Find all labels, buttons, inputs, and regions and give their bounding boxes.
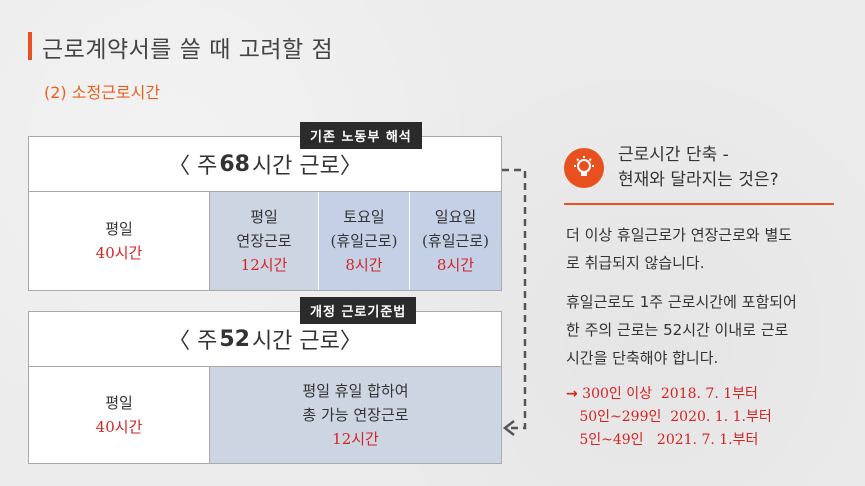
box-52-head-number: 52 bbox=[219, 326, 250, 352]
sunday-label-1: 일요일 bbox=[434, 208, 477, 226]
paragraph-2-line-2: 한 주의 근로는 52시간 이내로 근로 bbox=[566, 321, 789, 339]
sunday-hours: 8시간 bbox=[436, 256, 475, 274]
date-line-2: 50인~299인 2020. 1. 1.부터 bbox=[566, 409, 772, 425]
box-68-divider bbox=[209, 191, 210, 290]
box-52-head-prefix: 〈 주 bbox=[168, 329, 218, 354]
combined-line-1: 평일 휴일 합하여 bbox=[302, 382, 409, 400]
right-heading-line-1: 근로시간 단축 - bbox=[618, 145, 729, 165]
date-line-1: 300인 이상 2018. 7. 1부터 bbox=[577, 386, 758, 402]
right-heading: 근로시간 단축 - 현재와 달라지는 것은? bbox=[618, 143, 779, 193]
date-line-3: 5인~49인 2021. 7. 1.부터 bbox=[566, 432, 759, 448]
right-heading-line-2: 현재와 달라지는 것은? bbox=[618, 170, 779, 190]
tag-revised-law: 개정 근로기준법 bbox=[300, 297, 417, 324]
box-68-head-prefix: 〈 주 bbox=[168, 154, 218, 179]
lightbulb-icon bbox=[564, 148, 604, 188]
paragraph-1-line-1: 더 이상 휴일근로가 연장근로와 별도 bbox=[566, 226, 793, 244]
saturday-label-1: 토요일 bbox=[343, 208, 385, 226]
title-accent-bar bbox=[28, 32, 32, 60]
paragraph-2-line-1: 휴일근로도 1주 근로시간에 포함되어 bbox=[566, 293, 797, 311]
box-52-divider bbox=[209, 366, 210, 463]
weekday-label: 평일 bbox=[105, 220, 133, 238]
page-title: 근로계약서를 쓸 때 고려할 점 bbox=[42, 37, 334, 63]
paragraph-2-line-3: 시간을 단축해야 합니다. bbox=[566, 349, 719, 367]
arrow-right-icon: → bbox=[566, 386, 578, 402]
page-subtitle: (2) 소정근로시간 bbox=[44, 83, 161, 102]
tag-previous-interpretation: 기존 노동부 해석 bbox=[300, 122, 422, 149]
box-68-sunday-cell: 일요일 (휴일근로) 8시간 bbox=[410, 192, 501, 290]
box-52-combined-cell: 평일 휴일 합하여 총 가능 연장근로 12시간 bbox=[210, 367, 501, 463]
box-52-head-suffix: 시간 근로〉 bbox=[251, 329, 362, 354]
combined-line-2: 총 가능 연장근로 bbox=[302, 406, 409, 424]
box-68-weekday-cell: 평일 40시간 bbox=[29, 192, 209, 290]
effective-dates: → 300인 이상 2018. 7. 1부터 50인~299인 2020. 1.… bbox=[566, 383, 772, 452]
box-68-overtime-cell: 평일 연장근로 12시간 bbox=[210, 192, 318, 290]
sunday-label-2: (휴일근로) bbox=[422, 232, 489, 250]
combined-hours: 12시간 bbox=[332, 430, 379, 448]
box-52-weekday-cell: 평일 40시간 bbox=[29, 367, 209, 463]
box-68-saturday-cell: 토요일 (휴일근로) 8시간 bbox=[319, 192, 409, 290]
saturday-hours: 8시간 bbox=[345, 256, 383, 274]
box-68-head-suffix: 시간 근로〉 bbox=[251, 154, 362, 179]
paragraph-1: 더 이상 휴일근로가 연장근로와 별도 로 취급되지 않습니다. bbox=[566, 221, 792, 277]
paragraph-2: 휴일근로도 1주 근로시간에 포함되어 한 주의 근로는 52시간 이내로 근로… bbox=[566, 288, 797, 372]
weekday-label: 평일 bbox=[105, 394, 133, 412]
overtime-label-2: 연장근로 bbox=[236, 232, 292, 250]
right-divider bbox=[564, 203, 834, 205]
saturday-label-2: (휴일근로) bbox=[330, 232, 398, 250]
weekday-hours: 40시간 bbox=[95, 244, 143, 262]
box-68-head-number: 68 bbox=[219, 151, 250, 177]
overtime-label-1: 평일 bbox=[250, 208, 278, 226]
overtime-hours: 12시간 bbox=[240, 256, 288, 274]
paragraph-1-line-2: 로 취급되지 않습니다. bbox=[566, 254, 705, 272]
weekday-hours: 40시간 bbox=[95, 418, 143, 436]
